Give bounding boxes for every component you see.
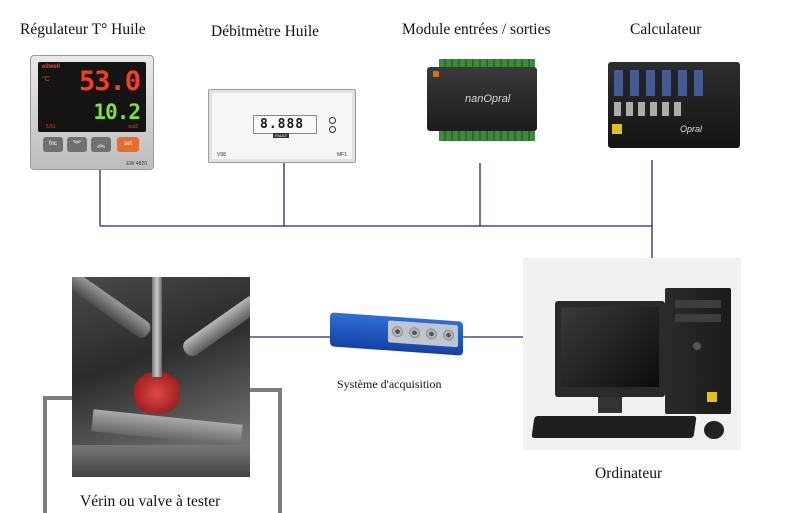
bnc-connector-icon — [443, 329, 454, 342]
temperature-controller-image: eliwell °C 53.0 10.2 5.51 out2 fnc ︾ ︽ s… — [30, 55, 154, 170]
controller-button-up: ︽ — [91, 137, 111, 152]
valve-base-plate — [91, 409, 243, 447]
keyboard — [531, 416, 697, 438]
flow-meter-right-tag: MF1 — [337, 152, 347, 158]
io-module-brand: nanOpral — [465, 93, 511, 105]
controller-display-bottom: 10.2 — [93, 100, 141, 124]
bnc-connector-icon — [409, 326, 420, 339]
valve-body — [134, 372, 180, 414]
label-calculateur: Calculateur — [630, 21, 702, 38]
bnc-connector-icon — [392, 325, 403, 338]
monitor — [555, 301, 665, 397]
controller-small-left: 5.51 — [46, 124, 56, 130]
flow-meter-led-1 — [329, 117, 336, 124]
controller-button-set: set — [117, 137, 139, 152]
tower-drive — [675, 314, 721, 322]
controller-button-fnc-label: fnc — [48, 141, 57, 147]
embedded-computer-ports-top — [614, 70, 704, 96]
monitor-screen — [561, 307, 659, 387]
label-module: Module entrées / sorties — [402, 21, 551, 38]
controller-screen: eliwell °C 53.0 10.2 5.51 out2 — [38, 62, 146, 132]
mouse — [704, 421, 724, 439]
tower — [665, 288, 731, 414]
tower-power-button — [693, 342, 701, 350]
label-debitmetre: Débitmètre Huile — [211, 23, 320, 40]
embedded-computer-ports-mid — [614, 102, 684, 116]
flow-meter-screen: 8.888 — [253, 115, 317, 134]
controller-button-fnc: fnc — [43, 137, 63, 152]
flow-meter-led-2 — [329, 126, 336, 133]
valve-test-photo — [72, 277, 250, 477]
controller-brand: eliwell — [42, 64, 61, 70]
flow-meter-image: 8.888 FAULT V98 MF1 — [208, 89, 356, 163]
acquisition-system-image — [330, 308, 463, 361]
bnc-connector-icon — [426, 328, 437, 340]
monitor-stand — [598, 397, 622, 413]
embedded-computer-image: Opral — [608, 62, 740, 148]
controller-button-set-label: set — [123, 141, 132, 147]
hose-left — [72, 277, 154, 341]
flow-meter-sub: FAULT — [273, 133, 290, 138]
io-module-top-connectors — [439, 59, 535, 69]
flow-meter-display: 8.888 — [260, 117, 305, 132]
controller-small-right: out2 — [128, 124, 138, 130]
flow-meter-left-tag: V98 — [217, 152, 226, 158]
computer-image — [523, 258, 741, 450]
controller-unit: °C — [42, 76, 50, 83]
label-verin: Vérin ou valve à tester — [80, 493, 221, 510]
controller-button-down: ︾ — [67, 137, 87, 152]
tower-badge — [707, 392, 717, 402]
io-module-body: nanOpral — [427, 67, 537, 131]
controller-display-top: 53.0 — [78, 66, 141, 97]
chevron-down-icon: ︾ — [73, 140, 81, 149]
chevron-up-icon: ︽ — [97, 140, 105, 149]
io-module-led — [433, 71, 439, 77]
valve-base-floor — [72, 445, 250, 477]
hose-right — [179, 292, 250, 360]
valve-shaft — [152, 277, 162, 377]
label-acquisition: Système d'acquisition — [337, 377, 442, 391]
label-ordinateur: Ordinateur — [595, 465, 663, 482]
controller-model: EW 4820 — [126, 161, 147, 167]
embedded-computer-brand: Opral — [680, 124, 703, 134]
embedded-computer-badge — [612, 124, 622, 134]
tower-drive — [675, 300, 721, 308]
io-module-bottom-connectors — [439, 131, 535, 141]
io-module-image: nanOpral — [425, 59, 540, 145]
label-regulateur: Régulateur T° Huile — [20, 21, 146, 38]
